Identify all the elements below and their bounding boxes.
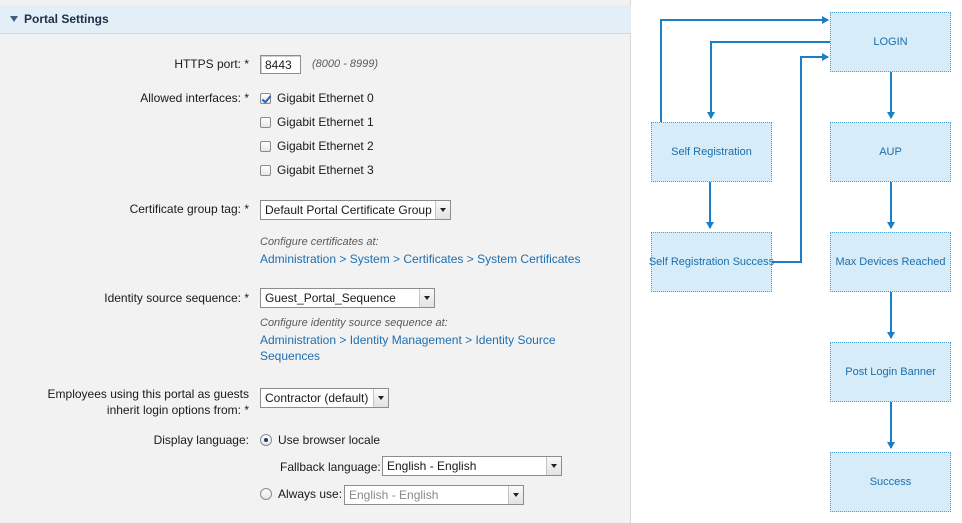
always-use-row[interactable]: Always use: — [260, 486, 342, 502]
display-language-label: Display language: — [153, 433, 249, 447]
certificates-hint: Configure certificates at: — [260, 236, 379, 248]
always-use-select[interactable]: English - English — [344, 485, 524, 505]
gigabit-ethernet-2-checkbox[interactable] — [260, 140, 271, 152]
employees-login-label-line1: Employees using this portal as guests — [47, 387, 249, 401]
identity-source-sequences-link[interactable]: Administration > Identity Management > I… — [260, 333, 556, 347]
browser-locale-row[interactable]: Use browser locale — [260, 432, 380, 448]
certificate-group-label: Certificate group tag: * — [129, 202, 249, 216]
chevron-down-icon[interactable] — [546, 457, 561, 475]
https-port-input[interactable]: 8443 — [260, 55, 301, 74]
flow-connectors — [660, 16, 895, 449]
arrow-selfreg-to-login — [660, 16, 829, 122]
employees-login-label-line2: inherit login options from: * — [106, 403, 249, 417]
always-use-radio[interactable] — [260, 488, 272, 500]
https-port-range-hint: (8000 - 8999) — [312, 58, 379, 70]
portal-settings-panel: Portal Settings HTTPS port: * 8443 (8000… — [0, 0, 631, 523]
portal-flow-diagram: LOGIN Self Registration AUP Self Registr… — [631, 0, 962, 523]
flow-node-aup[interactable]: AUP — [830, 122, 951, 182]
gigabit-ethernet-0-checkbox[interactable] — [260, 92, 271, 104]
employees-login-value: Contractor (default) — [265, 391, 369, 405]
allowed-interfaces-label: Allowed interfaces: * — [140, 91, 249, 105]
identity-source-label: Identity source sequence: * — [104, 291, 249, 305]
fallback-language-value: English - English — [387, 459, 477, 473]
flow-node-login[interactable]: LOGIN — [830, 12, 951, 72]
identity-source-sequences-link-cont[interactable]: Sequences — [260, 349, 321, 363]
interface-label: Gigabit Ethernet 1 — [277, 115, 374, 129]
chevron-down-icon[interactable] — [508, 486, 523, 504]
gigabit-ethernet-1-checkbox[interactable] — [260, 116, 271, 128]
flow-node-self-registration[interactable]: Self Registration — [651, 122, 772, 182]
flow-node-label: LOGIN — [873, 36, 908, 48]
chevron-down-icon[interactable] — [435, 201, 450, 219]
gigabit-ethernet-3-checkbox[interactable] — [260, 164, 271, 176]
flow-node-label: AUP — [879, 146, 902, 158]
interface-label: Gigabit Ethernet 3 — [277, 163, 374, 177]
interface-checkbox-row[interactable]: Gigabit Ethernet 3 — [260, 162, 374, 178]
employees-login-label: Employees using this portal as guests in… — [48, 386, 249, 418]
fallback-language-select[interactable]: English - English — [382, 456, 562, 476]
system-certificates-link[interactable]: Administration > System > Certificates >… — [260, 252, 581, 266]
flow-node-label: Success — [869, 476, 912, 488]
browser-locale-label: Use browser locale — [278, 433, 381, 447]
browser-locale-radio[interactable] — [260, 434, 272, 446]
collapse-triangle-icon[interactable] — [10, 16, 18, 22]
chevron-down-icon[interactable] — [419, 289, 434, 307]
section-title: Portal Settings — [24, 12, 109, 26]
arrow-selfregsuccess-to-login — [771, 53, 829, 263]
certificate-group-value: Default Portal Certificate Group — [265, 203, 432, 217]
arrow-login-to-selfreg — [707, 41, 830, 119]
https-port-label: HTTPS port: * — [174, 57, 249, 71]
flow-node-success[interactable]: Success — [830, 452, 951, 512]
interface-label: Gigabit Ethernet 2 — [277, 139, 374, 153]
always-use-label: Always use: — [278, 487, 343, 501]
fallback-language-label: Fallback language: — [280, 460, 381, 474]
flow-node-label: Max Devices Reached — [835, 256, 946, 268]
interface-checkbox-row[interactable]: Gigabit Ethernet 2 — [260, 138, 374, 154]
chevron-down-icon[interactable] — [373, 389, 388, 407]
flow-node-label: Self Registration — [671, 146, 752, 158]
identity-source-select[interactable]: Guest_Portal_Sequence — [260, 288, 435, 308]
always-use-value: English - English — [349, 488, 439, 502]
certificate-group-select[interactable]: Default Portal Certificate Group — [260, 200, 451, 220]
flow-node-label: Self Registration Success — [648, 256, 775, 268]
interface-checkbox-row[interactable]: Gigabit Ethernet 0 — [260, 90, 374, 106]
section-header[interactable]: Portal Settings — [0, 5, 631, 34]
flow-node-post-login-banner[interactable]: Post Login Banner — [830, 342, 951, 402]
flow-node-max-devices-reached[interactable]: Max Devices Reached — [830, 232, 951, 292]
flow-node-label: Post Login Banner — [845, 366, 936, 378]
interface-label: Gigabit Ethernet 0 — [277, 91, 374, 105]
employees-login-select[interactable]: Contractor (default) — [260, 388, 389, 408]
identity-source-value: Guest_Portal_Sequence — [265, 291, 396, 305]
identity-source-hint: Configure identity source sequence at: — [260, 317, 448, 329]
interface-checkbox-row[interactable]: Gigabit Ethernet 1 — [260, 114, 374, 130]
flow-node-self-registration-success[interactable]: Self Registration Success — [648, 232, 775, 292]
